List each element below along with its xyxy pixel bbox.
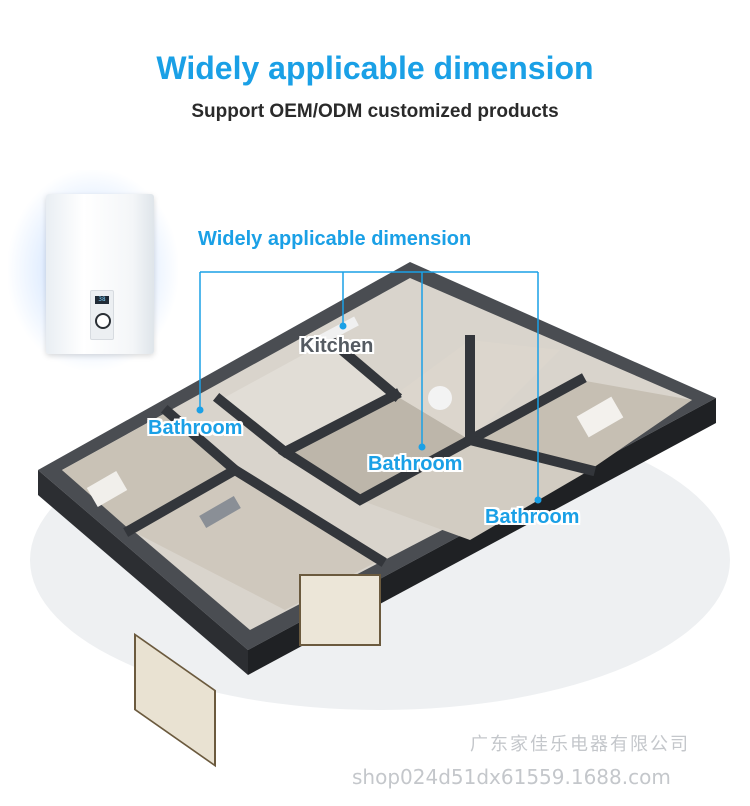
page-subtitle: Support OEM/ODM customized products [191,101,559,122]
callout-bathroom-left: Bathroom [148,417,243,439]
marker-bathroom-left [196,406,204,414]
furniture-bed-left [86,470,128,508]
interior-walls [123,332,597,567]
marker-bathroom-center [418,443,426,451]
watermark-company: 广东家佳乐电器有限公司 [470,734,690,755]
callout-bathroom-center: Bathroom [368,453,463,475]
room-bedroom-front [360,440,590,540]
water-heater-body: 38 [46,194,154,354]
window-left [134,632,216,768]
dimension-lines [199,271,539,500]
heater-knob-icon [95,313,111,329]
room-kitchen [220,340,395,452]
furniture-sofa [199,495,241,529]
water-heater-image: 38 [0,150,200,390]
furniture-dining-table [428,386,452,410]
room-bedroom-right [470,380,692,470]
furniture-bed-right [576,396,624,438]
dimension-markers [196,322,542,504]
watermark-url: shop024d51dx61559.1688.com [352,765,671,789]
heater-control-panel: 38 [90,290,114,340]
room-dining [395,340,560,440]
dimension-label: Widely applicable dimension [198,228,472,250]
callout-bathroom-right: Bathroom [485,506,580,528]
marker-kitchen [339,322,347,330]
callout-kitchen: Kitchen [300,335,374,357]
marker-bathroom-right [534,496,542,504]
page-title: Widely applicable dimension [156,50,594,86]
room-corridor [285,395,470,500]
heater-display: 38 [95,296,109,304]
window-right [299,574,381,646]
floor-plan-slab-left [38,470,248,675]
